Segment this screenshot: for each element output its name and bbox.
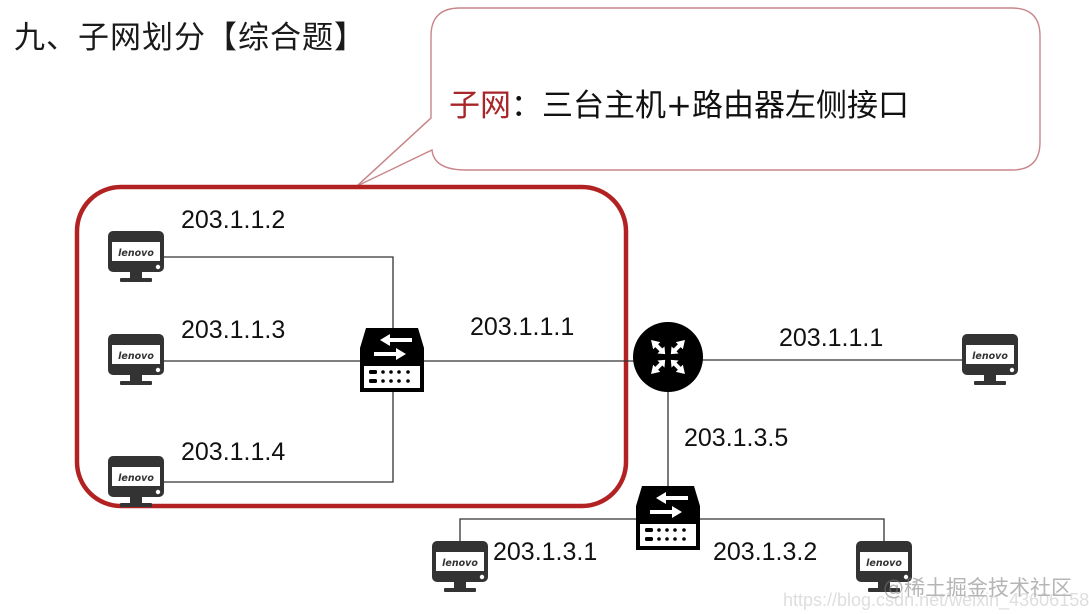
- ip-label-host-bottom-left: 203.1.3.1: [493, 538, 598, 566]
- ip-label-host-3: 203.1.1.4: [181, 438, 286, 466]
- monitor-icon-host-3: [108, 456, 164, 507]
- network-diagram: lenovo: [14, 7, 1089, 610]
- ip-label-host-bottom-right: 203.1.3.2: [713, 538, 818, 566]
- monitor-icon-host-1: [108, 231, 164, 282]
- link-host1-switch: [164, 256, 394, 328]
- ip-label-host-right: 203.1.1.1: [779, 324, 884, 352]
- ip-label-router-left: 203.1.1.1: [470, 313, 575, 341]
- page-title: 九、子网划分【综合题】: [14, 20, 366, 56]
- ip-label-router-down: 203.1.3.5: [684, 424, 789, 452]
- subnet-highlight-box: [74, 184, 629, 509]
- monitor-icon-host-2: [108, 334, 164, 385]
- callout-separator: ：: [511, 88, 542, 124]
- monitor-icon-host-right: [962, 334, 1018, 385]
- callout-highlight: 子网: [449, 88, 511, 124]
- switch-icon-subnet: [360, 328, 424, 392]
- connection-lines: [164, 256, 963, 541]
- router-icon: [633, 322, 703, 392]
- ip-label-host-2: 203.1.1.3: [181, 316, 286, 344]
- link-switch2-host-br: [699, 518, 885, 541]
- callout-text: 子网：三台主机+路由器左侧接口: [449, 80, 909, 125]
- link-host3-switch: [164, 392, 394, 483]
- ip-label-host-1: 203.1.1.2: [181, 206, 286, 234]
- callout-description: 三台主机+路由器左侧接口: [542, 88, 909, 124]
- callout-tail-edge: [356, 117, 432, 187]
- callout-bubble: [356, 7, 1041, 187]
- watermark-community: @稀土掘金技术社区: [883, 576, 1072, 600]
- link-switch2-host-bl: [459, 518, 637, 541]
- switch-icon-lower: [636, 486, 700, 550]
- watermark-url: https://blog.csdn.net/weixin_43606158: [783, 590, 1089, 610]
- monitor-icon-host-bottom-left: [432, 541, 488, 592]
